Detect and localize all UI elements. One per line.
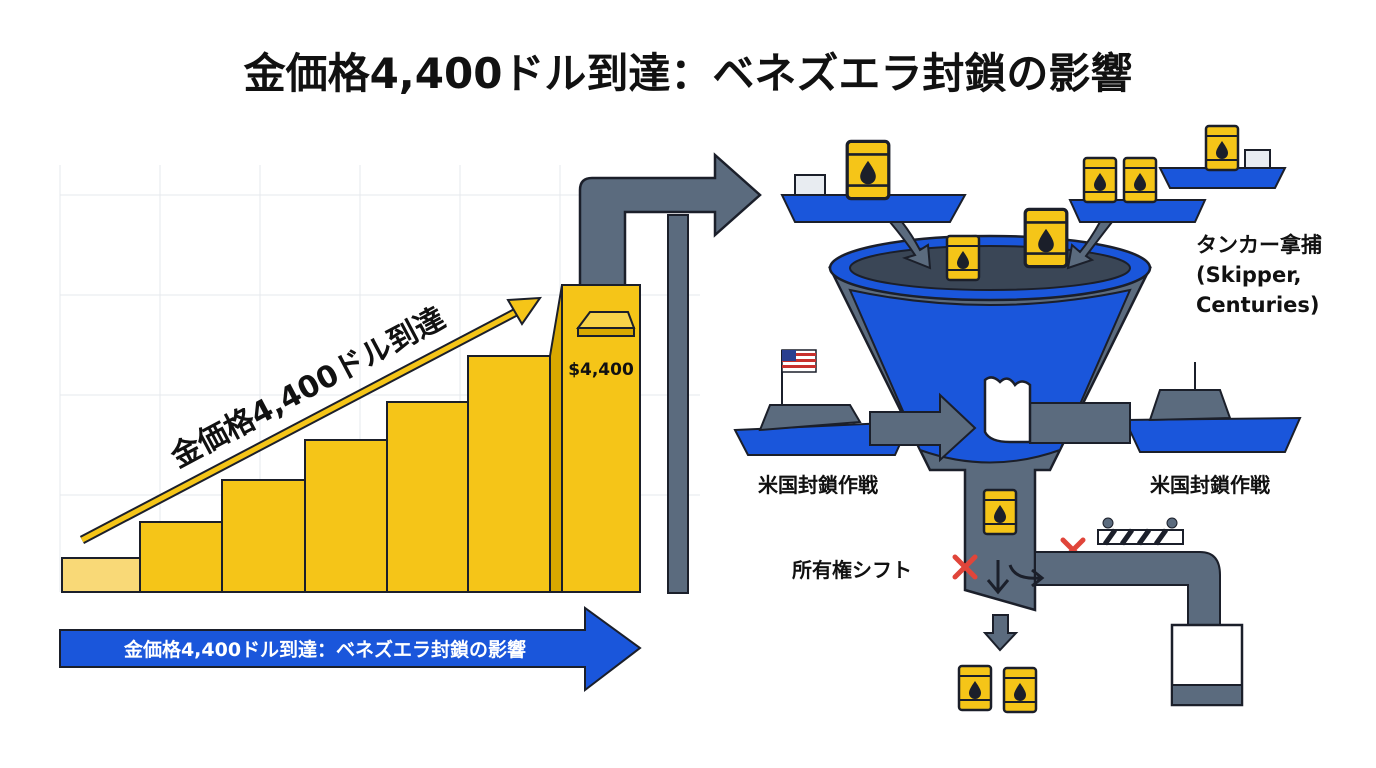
navy-ship-right bbox=[1123, 362, 1302, 453]
gold-price-steps bbox=[61, 284, 641, 593]
down-arrow-icon bbox=[982, 614, 1019, 652]
gold-bar-icon bbox=[576, 311, 636, 337]
barrier-icon bbox=[1097, 517, 1184, 546]
tanker-ship-right bbox=[1068, 149, 1287, 223]
barrel-icon bbox=[1023, 207, 1069, 269]
rising-arrow bbox=[79, 296, 542, 544]
blockade-label-left: 米国封鎖作戦 bbox=[758, 473, 878, 497]
navy-ship-left bbox=[733, 350, 912, 456]
price-label: $4,400 bbox=[568, 360, 634, 380]
trend-arrow bbox=[578, 152, 762, 594]
tanker-seizure-label: Centuries) bbox=[1196, 293, 1320, 317]
step-bar bbox=[304, 439, 388, 593]
page-title: 金価格4,400ドル到達：ベネズエラ封鎖の影響 bbox=[243, 49, 1133, 98]
pipeline bbox=[1034, 551, 1244, 707]
flow-arrows bbox=[887, 221, 1115, 270]
banner-label: 金価格4,400ドル到達：ベネズエラ封鎖の影響 bbox=[123, 638, 526, 661]
barrel-icon bbox=[845, 139, 891, 201]
stop-hand-icon bbox=[983, 376, 1032, 444]
tanker-ship-left bbox=[780, 174, 967, 223]
tanker-seizure-label: (Skipper, bbox=[1196, 263, 1301, 287]
barrel-icon bbox=[1082, 156, 1118, 204]
step-bar bbox=[221, 479, 306, 593]
down-arrow-icon bbox=[986, 560, 1045, 595]
barrel-icon bbox=[1204, 124, 1240, 172]
barrel-icon bbox=[1122, 156, 1158, 204]
us-flag-icon bbox=[781, 349, 817, 373]
step-bar bbox=[61, 557, 141, 593]
step-bar bbox=[467, 355, 551, 593]
barrel-icon bbox=[1002, 666, 1038, 714]
tanker-seizure-label: タンカー拿捕 bbox=[1196, 233, 1322, 257]
barrel-icon bbox=[982, 488, 1018, 536]
ownership-shift-label: 所有権シフト bbox=[792, 558, 912, 582]
step-bar bbox=[139, 521, 223, 593]
blockade-label-right: 米国封鎖作戦 bbox=[1150, 473, 1270, 497]
blockade-arrows bbox=[869, 392, 1131, 463]
banner-arrow bbox=[59, 606, 642, 693]
step-bar-side bbox=[549, 284, 563, 593]
step-bar bbox=[386, 401, 469, 593]
barrel-icon bbox=[957, 664, 993, 712]
barrel-icon bbox=[945, 234, 981, 282]
